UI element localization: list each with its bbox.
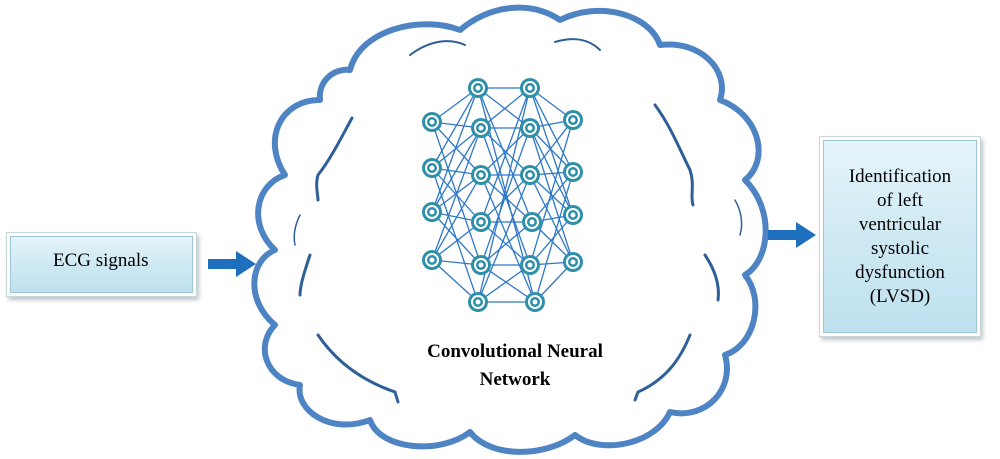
network-edge [477, 174, 531, 303]
output-line: dysfunction [855, 261, 945, 283]
output-text: Identification of left ventricular systo… [849, 165, 951, 309]
network-edge [431, 127, 482, 213]
network-edge [431, 211, 482, 266]
network-edge [431, 127, 482, 169]
model-title: Convolutional Neural Network [400, 338, 630, 394]
input-label: ECG signals [53, 250, 149, 271]
network-node [422, 112, 442, 132]
cloud-outline [251, 4, 769, 455]
model-title-line2: Network [479, 369, 551, 390]
network-node [468, 78, 488, 98]
network-node [422, 202, 442, 222]
network-edge [431, 174, 482, 261]
network-edge [529, 127, 574, 216]
output-line: of left [877, 189, 923, 211]
network-edge [431, 127, 482, 261]
network-node [520, 255, 540, 275]
network-node [563, 162, 583, 182]
network-edge [531, 171, 574, 223]
network-edge [431, 221, 482, 261]
network-node [520, 78, 540, 98]
brain-fold-lines [293, 38, 743, 404]
network-edge [480, 127, 531, 266]
input-box: ECG signals [10, 236, 193, 293]
network-edge [477, 264, 531, 303]
output-line: ventricular [858, 213, 942, 235]
network-edge [529, 119, 574, 176]
network-edge [480, 174, 531, 223]
network-node [471, 118, 491, 138]
network-node [520, 118, 540, 138]
model-title-line1: Convolutional Neural [427, 341, 603, 362]
network-edge [529, 214, 574, 266]
network-edge [431, 87, 479, 213]
network-node [525, 292, 545, 312]
network-node [422, 250, 442, 270]
output-line: systolic [870, 237, 930, 259]
network-edge [480, 174, 533, 223]
output-line: (LVSD) [869, 285, 931, 307]
network-edge [480, 87, 531, 129]
network-node [422, 158, 442, 178]
output-arrow [768, 222, 816, 248]
network-edge [529, 87, 574, 216]
network-edge [480, 221, 533, 266]
network-edge [431, 259, 479, 303]
network-edge [529, 119, 574, 266]
network-node [563, 205, 583, 225]
network-node [471, 255, 491, 275]
network-node [563, 252, 583, 272]
network-node [520, 165, 540, 185]
network-node [468, 292, 488, 312]
network-edge [431, 87, 479, 169]
output-line: Identification [848, 165, 952, 187]
network-node [471, 212, 491, 232]
network-edge [480, 127, 531, 176]
input-arrow [208, 251, 256, 277]
network-edge [480, 87, 531, 223]
network-nodes [422, 78, 583, 312]
network-node [471, 165, 491, 185]
network-edge [534, 171, 574, 303]
network-edge [529, 127, 574, 173]
output-box: Identification of left ventricular systo… [823, 140, 977, 333]
network-node [522, 212, 542, 232]
network-node [563, 110, 583, 130]
network-edge [529, 87, 574, 173]
